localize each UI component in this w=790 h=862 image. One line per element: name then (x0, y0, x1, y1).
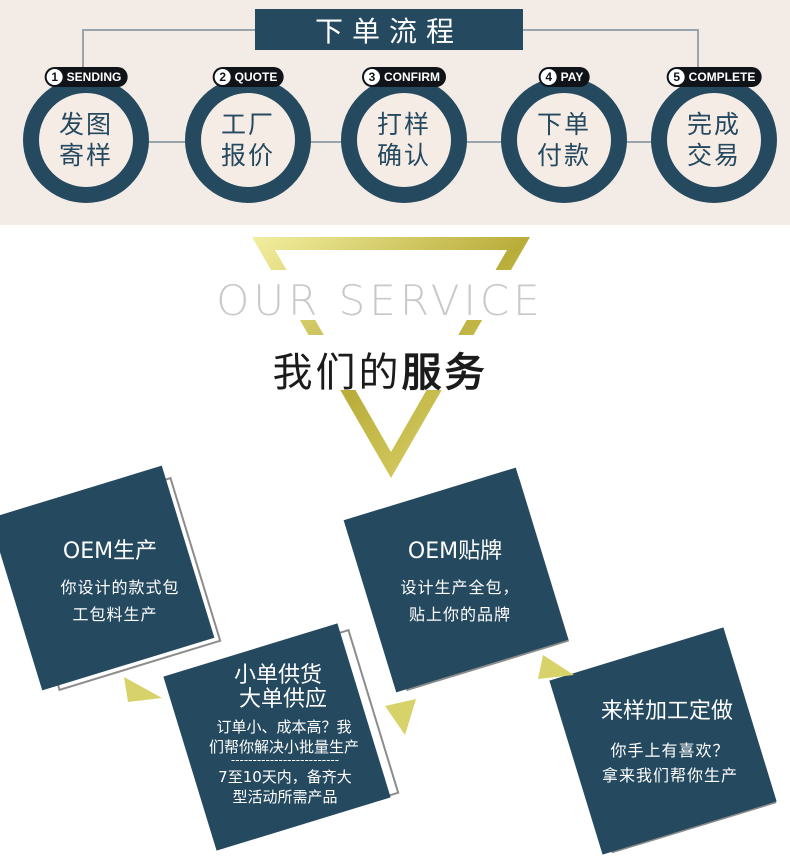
step-tag: 5 COMPLETE (666, 67, 762, 87)
step-label: 完成 交易 (667, 93, 761, 187)
step-number-badge: 2 (214, 69, 231, 85)
card-title-1: 小单供货 (233, 663, 322, 688)
card-divider: ------------------------- (230, 753, 340, 767)
step-label-line1: 发图 (58, 110, 113, 139)
step-tag-text: QUOTE (234, 70, 278, 84)
step-tag-text: CONFIRM (384, 70, 440, 84)
connector-line-left-horizontal (82, 29, 256, 31)
step-tag-text: PAY (560, 70, 584, 84)
step-confirm: 打样 确认 3 CONFIRM (341, 67, 467, 203)
card-desc-line2: 工包料生产 (72, 605, 158, 624)
step-label: 发图 寄样 (39, 93, 133, 187)
step-label: 工厂 报价 (201, 93, 295, 187)
step-label: 下单 付款 (517, 93, 611, 187)
card-title: OEM贴牌 (407, 539, 503, 564)
step-pay: 下单 付款 4 PAY (501, 67, 627, 203)
step-label-line1: 工厂 (220, 110, 275, 139)
card-title: 来样加工定做 (600, 699, 733, 724)
step-tag: 1 SENDING (44, 67, 128, 87)
connector-line-right-vertical (697, 29, 699, 79)
step-quote: 工厂 报价 2 QUOTE (185, 67, 311, 203)
step-tag-text: SENDING (66, 70, 122, 84)
order-process-band: 下单流程 发图 寄样 1 SENDING 工厂 报价 2 QUOTE 打样 确认… (0, 0, 790, 225)
step-complete: 完成 交易 5 COMPLETE (651, 67, 777, 203)
connector-line-left-vertical (82, 29, 84, 79)
step-number-badge: 5 (668, 69, 685, 85)
step-tag: 3 CONFIRM (362, 67, 446, 87)
card-desc-line1: 设计生产全包， (400, 578, 520, 597)
step-tag-text: COMPLETE (688, 70, 756, 84)
step-sending: 发图 寄样 1 SENDING (23, 67, 149, 203)
service-heading-cn-bold: 服务 (401, 350, 488, 396)
step-label-line2: 付款 (536, 141, 591, 170)
step-label-line1: 完成 (686, 110, 741, 139)
card-desc-line2: 拿来我们帮你生产 (601, 766, 738, 785)
card-desc-line4: 型活动所需产品 (232, 788, 338, 806)
service-heading-cn-normal: 我们的 (272, 350, 402, 396)
card-desc-line1: 你设计的款式包 (60, 578, 180, 597)
service-heading-en: OUR SERVICE (216, 276, 544, 325)
step-tag: 2 QUOTE (212, 67, 284, 87)
service-heading-cn: 我们的服务 (0, 340, 760, 398)
step-label-line2: 寄样 (58, 141, 113, 170)
step-number-badge: 4 (540, 69, 557, 85)
card-desc-line1: 你手上有喜欢？ (610, 741, 730, 760)
step-label-line2: 确认 (376, 141, 431, 170)
step-label-line2: 报价 (220, 141, 275, 170)
step-label-line1: 打样 (376, 110, 431, 139)
step-label: 打样 确认 (357, 93, 451, 187)
card-title-2: 大单供应 (238, 687, 327, 712)
card-desc-line1: 订单小、成本高？我 (216, 718, 352, 736)
card-title: OEM生产 (62, 539, 158, 564)
process-title: 下单流程 (255, 9, 523, 50)
card-desc-line3: 7至10天内，备齐大 (218, 768, 352, 786)
step-number-badge: 1 (46, 69, 63, 85)
card-desc-line2: 们帮你解决小批量生产 (208, 738, 359, 756)
step-number-badge: 3 (364, 69, 380, 85)
card-desc-line2: 贴上你的品牌 (408, 605, 511, 624)
step-label-line2: 交易 (686, 141, 741, 170)
step-tag: 4 PAY (538, 67, 590, 87)
step-label-line1: 下单 (536, 110, 591, 139)
connector-line-right-horizontal (523, 29, 698, 31)
